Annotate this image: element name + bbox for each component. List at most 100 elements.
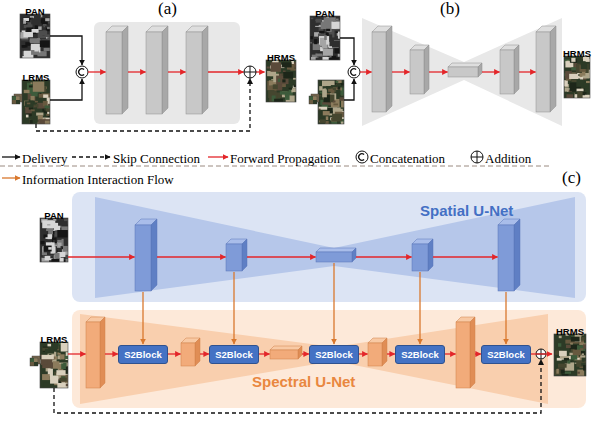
delivery-arrow [344, 79, 354, 100]
concatenation-symbol [348, 66, 360, 78]
image-texture [562, 374, 569, 376]
image-texture [556, 361, 568, 369]
image-texture [32, 29, 39, 33]
image-texture [53, 240, 55, 242]
image-texture [43, 94, 48, 97]
image-frame [40, 342, 68, 388]
image-texture [23, 21, 26, 24]
block-side [352, 248, 356, 262]
forward-arrow [68, 353, 86, 354]
image-ground [564, 56, 590, 98]
image-texture [278, 79, 280, 82]
legend-sample [2, 177, 20, 178]
image-texture [57, 383, 66, 388]
forward-arrow [356, 256, 412, 257]
image-texture [326, 101, 330, 102]
concatenation-glyph [359, 154, 364, 161]
image-texture [46, 228, 51, 231]
image-texture [564, 80, 568, 86]
low-res-pixel [16, 96, 20, 100]
forward-arrow [433, 256, 498, 257]
low-res-pixel [309, 96, 313, 100]
legend-text: Concatenation [370, 151, 445, 166]
feature-block [186, 26, 208, 114]
image-texture [575, 363, 577, 364]
forward-arrow [88, 71, 106, 72]
unet-panel: Spatial U-Net [72, 192, 586, 302]
image-texture [38, 119, 50, 124]
block-front [536, 32, 550, 112]
image-texture [55, 253, 60, 259]
image-node: LRMS [38, 329, 70, 388]
s2-block: S2Block [481, 345, 531, 364]
image-texture [310, 42, 311, 43]
image-texture [280, 87, 283, 89]
low-res-pixel [34, 358, 38, 362]
image-texture [66, 255, 68, 259]
image-texture [322, 89, 327, 98]
image-texture [66, 384, 68, 387]
addition-symbol [471, 151, 483, 163]
image-texture [323, 83, 331, 86]
image-texture [335, 48, 340, 53]
image-texture [66, 259, 68, 262]
image-texture [38, 115, 43, 120]
satellite-image [554, 334, 586, 376]
block-front [456, 322, 470, 388]
block-side [151, 219, 157, 291]
spatial-feature-block [498, 219, 520, 291]
image-texture [571, 355, 577, 360]
panel-label-box: (c) [562, 168, 581, 188]
image-texture [583, 365, 586, 371]
block-side [470, 317, 475, 388]
image-texture [338, 54, 340, 57]
low-res-pixel [34, 362, 38, 366]
image-texture [56, 370, 65, 375]
image-texture [332, 114, 342, 121]
image-texture [283, 71, 286, 72]
image-texture [38, 23, 42, 26]
image-texture [554, 370, 561, 376]
addition-bar [477, 151, 478, 163]
s2-block: S2Block [395, 345, 445, 364]
image-texture [318, 109, 320, 111]
image-texture [311, 57, 316, 60]
image-texture [42, 374, 50, 380]
interaction-arrow [333, 263, 334, 344]
image-texture [40, 241, 44, 244]
image-texture [566, 94, 573, 98]
skip-connection [54, 360, 541, 414]
image-texture [47, 224, 50, 225]
image-texture [558, 364, 567, 368]
image-texture [323, 49, 333, 56]
block-front [498, 225, 514, 291]
block-side [202, 26, 208, 114]
delivery-arrow [340, 38, 354, 65]
image-texture [571, 80, 576, 82]
low-res-pixel [313, 96, 317, 100]
legend-sample [2, 156, 20, 157]
block-side [550, 26, 556, 112]
forward-arrow [200, 353, 209, 354]
image-texture [556, 369, 559, 374]
feature-block [448, 63, 482, 77]
forward-arrow [392, 71, 410, 72]
image-texture [576, 64, 589, 73]
image-texture [314, 39, 317, 44]
forward-arrow [128, 71, 146, 72]
image-node: LRMS [20, 67, 52, 124]
image-texture [45, 349, 50, 352]
image-texture [42, 220, 55, 228]
image-texture [580, 355, 585, 357]
satellite-image [564, 56, 590, 98]
forward-arrow [359, 353, 368, 354]
satellite-image [40, 218, 68, 262]
forward-arrow [168, 353, 181, 354]
image-texture [45, 121, 50, 124]
image-texture [23, 18, 29, 21]
block-label: S2Block [401, 349, 439, 360]
image-texture [294, 85, 296, 88]
interaction-arrow [505, 292, 506, 344]
image-texture [66, 352, 68, 356]
image-texture [31, 109, 35, 111]
